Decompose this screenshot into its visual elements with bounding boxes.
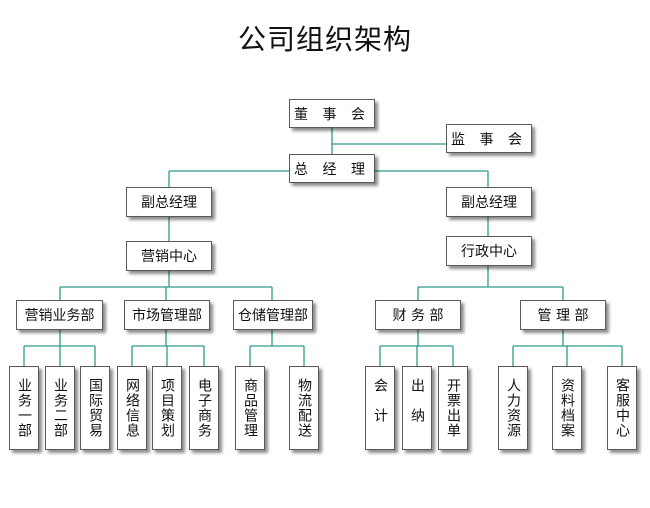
node-invoicing: 开票出单: [438, 366, 468, 450]
node-finance-dept: 财 务 部: [375, 300, 461, 330]
node-ecommerce: 电子商务: [189, 366, 219, 450]
node-vice-gm-left: 副总经理: [126, 187, 212, 217]
node-cashier: 出纳: [402, 366, 432, 450]
node-network-info: 网络信息: [117, 366, 147, 450]
node-hr: 人力资源: [498, 366, 528, 450]
node-archives: 资料档案: [552, 366, 582, 450]
node-accounting: 会计: [365, 366, 395, 450]
node-logistics: 物流配送: [289, 366, 319, 450]
node-intl-trade: 国际贸易: [80, 366, 110, 450]
node-marketing-center: 营销中心: [126, 241, 212, 271]
node-management-dept: 管 理 部: [520, 300, 606, 330]
node-goods-management: 商品管理: [235, 366, 265, 450]
node-warehouse-dept: 仓储管理部: [233, 300, 313, 330]
node-sales-dept: 营销业务部: [16, 300, 103, 330]
node-sales-1: 业务一部: [9, 366, 39, 450]
node-customer-service: 客服中心: [607, 366, 637, 450]
node-vice-gm-right: 副总经理: [446, 187, 532, 217]
node-supervisors: 监 事 会: [446, 124, 532, 153]
node-board: 董 事 会: [289, 99, 375, 128]
node-general-manager: 总 经 理: [289, 154, 375, 183]
chart-title: 公司组织架构: [237, 23, 412, 56]
node-admin-center: 行政中心: [446, 236, 532, 266]
node-project-planning: 项目策划: [152, 366, 182, 450]
node-sales-2: 业务二部: [45, 366, 75, 450]
node-market-dept: 市场管理部: [124, 300, 210, 330]
